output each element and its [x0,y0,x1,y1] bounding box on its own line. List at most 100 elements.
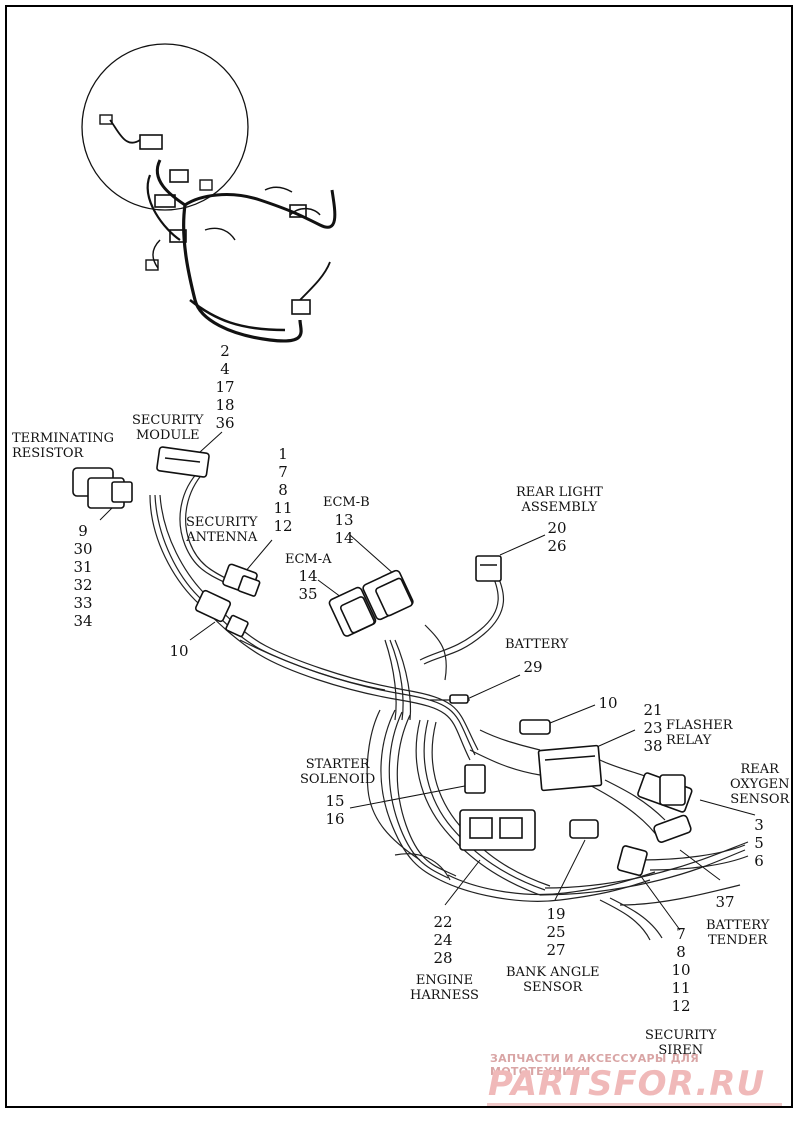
callout-number: 3 [754,816,764,834]
battery-label: BATTERY [505,637,569,652]
security-module-line-1: SECURITY [132,413,204,428]
battery-connector [449,694,469,704]
callout-number: 1 [278,445,288,463]
ecm-a-connector [328,586,377,637]
callout-ecm-a: 14 35 [295,567,321,603]
bank-angle-sensor-label: BANK ANGLE SENSOR [506,965,599,995]
callout-battery: 29 [520,658,546,676]
callout-number: 19 [546,905,566,923]
callout-number: 28 [433,949,453,967]
callout-number: 7 [278,463,288,481]
callout-number: 24 [433,931,453,949]
rear-light-assembly-label: REAR LIGHT ASSEMBLY [516,485,603,515]
callout-number: 22 [433,913,453,931]
starter-solenoid-line-2: SOLENOID [300,772,376,787]
security-antenna-label: SECURITY ANTENNA [186,515,257,545]
battery-tender-label: BATTERY TENDER [706,918,769,948]
callout-security-siren: 7 8 10 11 12 [668,925,694,1015]
watermark-logo: PARTSFOR.RU [488,1064,766,1104]
leader-lines [99,431,756,931]
bank-angle-line-1: BANK ANGLE [506,965,600,980]
callout-number: 10 [598,694,618,712]
security-siren-line-2: SIREN [658,1043,704,1058]
callout-number: 26 [547,537,567,555]
rear-oxygen-sensor-part [637,772,693,813]
callout-number: 36 [215,414,235,432]
flasher-relay-line-2: RELAY [666,733,712,748]
callout-number: 8 [278,481,288,499]
flasher-relay-label: FLASHER RELAY [666,718,733,748]
callout-number: 21 [643,701,663,719]
callout-engine-harness: 22 24 28 [430,913,456,967]
callout-number: 11 [273,499,293,517]
callout-number: 5 [754,834,764,852]
left-inline-connector [194,589,249,638]
bank-angle-line-2: SENSOR [523,980,583,995]
callout-number: 18 [215,396,235,414]
callout-flasher-top: 10 [595,694,621,712]
flasher-relay-part [537,744,603,792]
security-module-line-2: MODULE [136,428,200,443]
overview-harness [81,43,337,343]
callout-left-connector: 10 [166,642,192,660]
relay-cable-lead [519,719,551,735]
battery-tender-part [653,814,692,843]
callout-number: 12 [273,517,293,535]
rear-light-connector [475,555,502,582]
security-module-label: SECURITY MODULE [132,413,203,443]
callout-number: 37 [715,893,735,911]
ecm-b-label: ECM-B [323,495,370,510]
callout-number: 38 [643,737,663,755]
callout-terminating-resistor: 9 30 31 32 33 34 [70,522,96,630]
terminating-resistor-label: TERMINATING RESISTOR [12,431,114,461]
ecm-a-label: ECM-A [285,552,332,567]
starter-solenoid-line-1: STARTER [305,757,370,772]
rear-light-line-1: REAR LIGHT [516,485,603,500]
rear-oxygen-sensor-label: REAR OXYGEN SENSOR [730,762,790,807]
callout-number: 30 [73,540,93,558]
security-antenna-line-1: SECURITY [186,515,258,530]
security-siren-label: SECURITY SIREN [645,1028,716,1058]
engine-harness-line-2: HARNESS [410,988,479,1003]
drawing-frame [5,5,793,1108]
watermark-bar [487,1103,782,1106]
engine-harness-block [459,809,536,851]
callout-number: 8 [676,943,686,961]
security-antenna-line-2: ANTENNA [186,530,258,545]
callout-number: 20 [547,519,567,537]
callout-number: 14 [298,567,318,585]
callout-rear-oxygen: 3 5 6 [746,816,772,870]
rear-oxygen-line-1: REAR [740,762,779,777]
battery-tender-line-2: TENDER [708,933,768,948]
callout-ecm-b: 13 14 [331,511,357,547]
terminating-resistor-line-1: TERMINATING [12,431,115,446]
callout-number: 27 [546,941,566,959]
terminating-resistor-part [72,467,133,509]
security-siren-line-1: SECURITY [645,1028,717,1043]
callout-flasher-relay: 21 23 38 [640,701,666,755]
callout-number: 35 [298,585,318,603]
security-antenna-part [222,563,261,597]
starter-solenoid-part [464,764,486,794]
main-harness [149,469,749,941]
callout-number: 31 [73,558,93,576]
components [72,446,693,877]
callout-number: 4 [220,360,230,378]
rear-oxygen-line-3: SENSOR [730,792,790,807]
callout-rear-light: 20 26 [544,519,570,555]
flasher-relay-line-1: FLASHER [666,718,733,733]
callout-number: 33 [73,594,93,612]
callout-number: 15 [325,792,345,810]
callout-number: 25 [546,923,566,941]
bank-angle-sensor-part [569,819,599,839]
callout-overview-harness: 2 4 17 18 36 [212,342,238,432]
callout-number: 32 [73,576,93,594]
callout-number: 11 [671,979,691,997]
callout-number: 17 [215,378,235,396]
callout-number: 12 [671,997,691,1015]
engine-harness-label: ENGINE HARNESS [410,973,479,1003]
engine-harness-line-1: ENGINE [415,973,474,988]
callout-number: 23 [643,719,663,737]
ecm-b-connector [362,569,414,621]
